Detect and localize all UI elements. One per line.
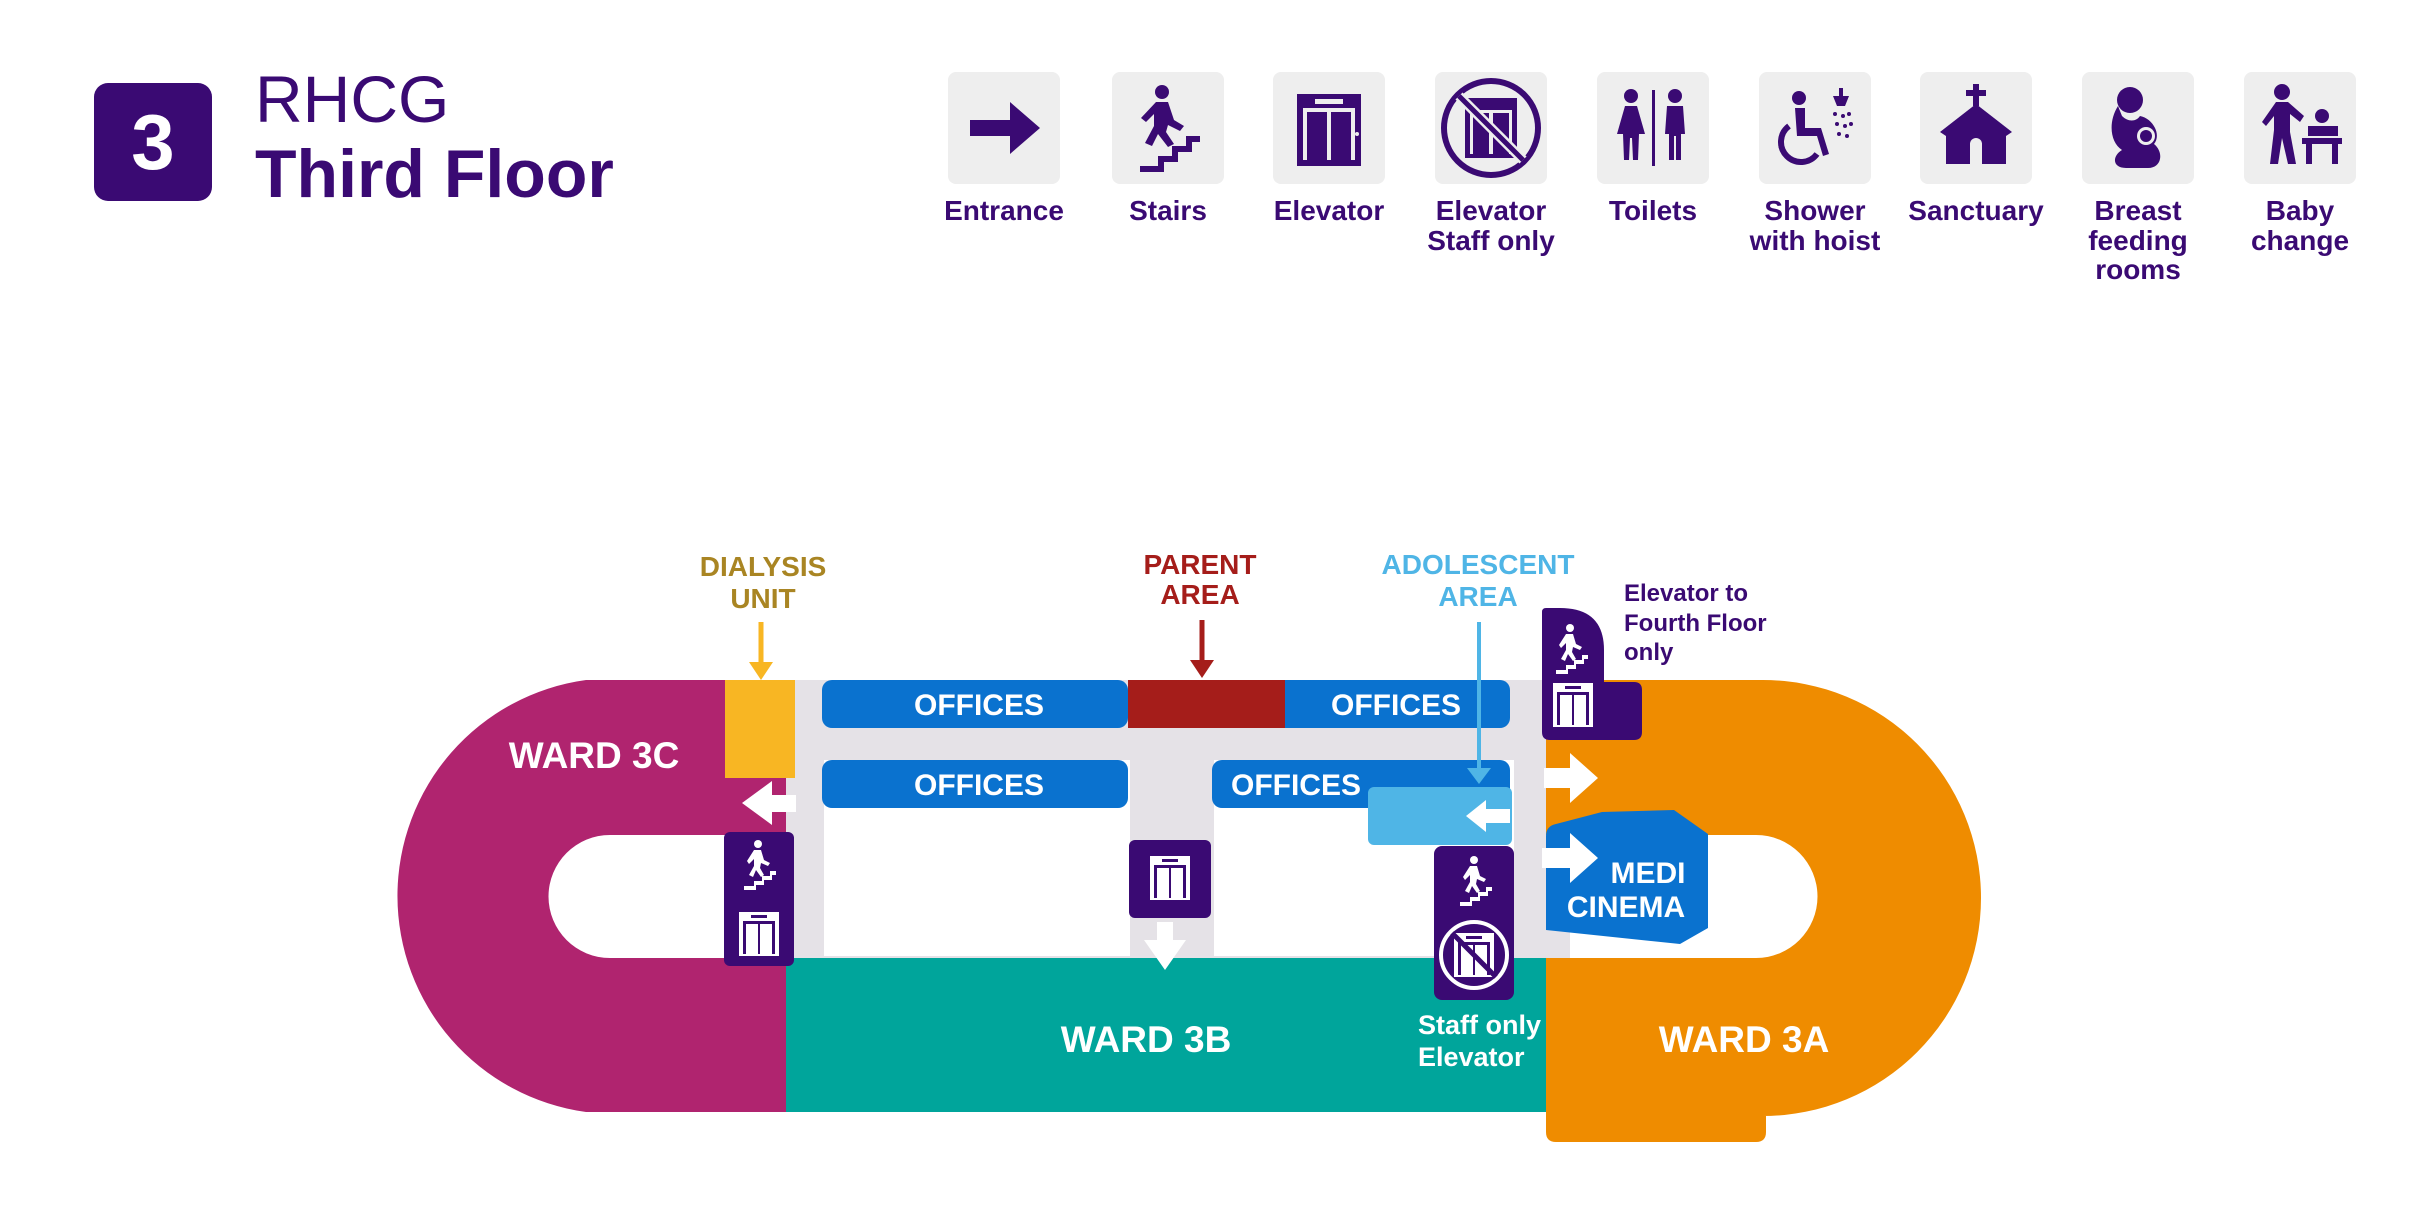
elevator-icon <box>1150 856 1190 900</box>
staff-elevator-icon <box>1435 72 1547 184</box>
elevator-icon <box>1553 683 1593 727</box>
ward-3b-label: WARD 3B <box>1061 1019 1232 1060</box>
ward-3c-label: WARD 3C <box>509 735 680 776</box>
elevator-icon <box>1273 72 1385 184</box>
floor-title: Third Floor <box>255 136 614 212</box>
legend-label: Sanctuary <box>1908 195 2044 226</box>
dialysis-pointer-arrow <box>749 662 773 680</box>
elevator-fourth-label-line1: Elevator to <box>1624 580 1748 607</box>
ward-3a <box>1546 680 1981 1142</box>
medi-cinema <box>1546 810 1708 944</box>
ward-3a-label: WARD 3A <box>1659 1019 1830 1060</box>
toilets-icon <box>1597 72 1709 184</box>
legend-label: Elevator <box>1273 195 1385 226</box>
offices-label: OFFICES <box>914 769 1044 802</box>
adolescent-label-line2: AREA <box>1438 581 1517 612</box>
staff-elevator-icon <box>1439 920 1509 990</box>
legend-label: Elevator Staff only <box>1427 195 1555 256</box>
elevator-icon <box>739 912 779 956</box>
legend-label: Shower with hoist <box>1749 195 1881 256</box>
offices-top-right <box>1285 680 1510 728</box>
medi-cinema-label-line1: MEDI <box>1611 857 1686 890</box>
medi-cinema-arrow-icon <box>1542 833 1598 883</box>
elevator-fourth-label-line2: Fourth Floor <box>1624 610 1767 637</box>
ward-3c <box>397 680 786 1112</box>
parent-area-label-line1: PARENT <box>1143 549 1256 580</box>
dialysis-label-line1: DIALYSIS <box>700 551 827 582</box>
ward-3b <box>786 958 1546 1112</box>
staff-elevator-label-line2: Elevator <box>1418 1042 1525 1072</box>
entrance-arrow-icon <box>948 72 1060 184</box>
offices-label: OFFICES <box>1231 769 1361 802</box>
breastfeeding-icon <box>2082 72 2194 184</box>
offices-label: OFFICES <box>1331 689 1461 722</box>
legend-label: Baby change <box>2250 195 2350 256</box>
parent-area-pointer-arrow <box>1190 660 1214 678</box>
parent-area-label-line2: AREA <box>1160 579 1239 610</box>
site-name: RHCG <box>255 62 450 136</box>
medi-cinema-label-line2: CINEMA <box>1567 891 1685 924</box>
parent-area <box>1128 680 1285 728</box>
legend-label: Stairs <box>1129 195 1207 226</box>
floor-number-badge: 3 <box>94 83 212 201</box>
dialysis-label-line2: UNIT <box>730 583 795 614</box>
legend-label: Breast feeding rooms <box>2088 195 2188 286</box>
dialysis-unit <box>725 680 795 778</box>
stairs-icon <box>1112 72 1224 184</box>
staff-elevator-label-line1: Staff only <box>1418 1010 1541 1040</box>
offices-label: OFFICES <box>914 689 1044 722</box>
adolescent-arrow-icon <box>1466 800 1510 832</box>
exit-arrow-3c-icon <box>742 781 796 825</box>
sanctuary-icon <box>1920 72 2032 184</box>
offices-lower-left <box>822 760 1128 808</box>
entrance-3a-arrow-icon <box>1544 753 1598 803</box>
offices-top-left <box>822 680 1128 728</box>
adolescent-pointer-arrow <box>1467 768 1491 784</box>
legend-label: Toilets <box>1608 195 1698 226</box>
elevator-fourth-label-line3: only <box>1624 639 1674 666</box>
adolescent-label-line1: ADOLESCENT <box>1382 549 1575 580</box>
down-arrow-3b-icon <box>1144 922 1186 970</box>
shower-hoist-icon <box>1759 72 1871 184</box>
legend-label: Entrance <box>944 195 1064 226</box>
baby-change-icon <box>2244 72 2356 184</box>
adolescent-area <box>1368 787 1512 845</box>
